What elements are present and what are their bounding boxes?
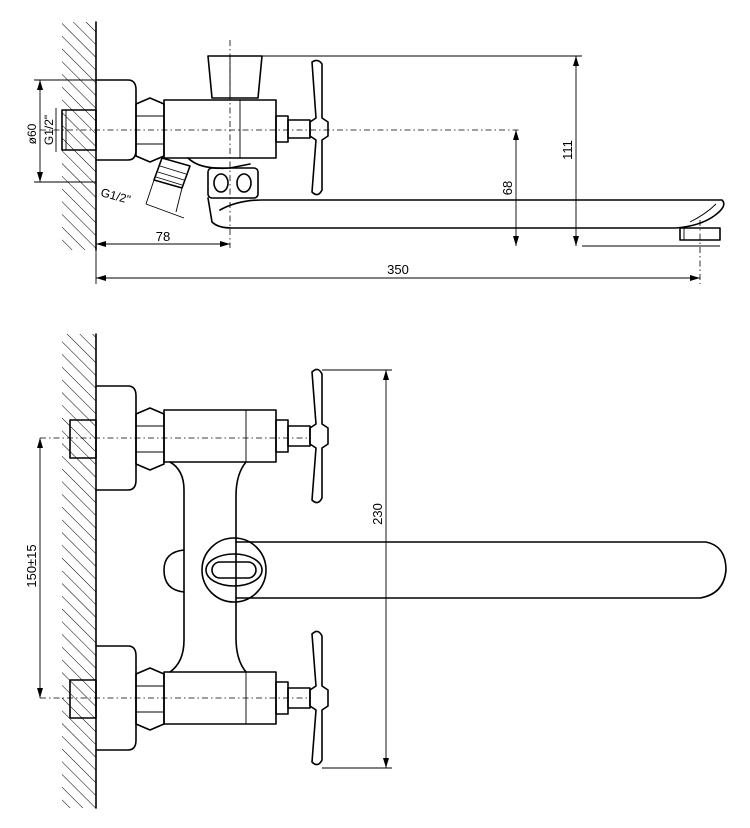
wall-hatch-top	[62, 334, 96, 808]
spout	[207, 197, 725, 229]
dim-350-label: 350	[387, 262, 409, 277]
diverter-knob	[207, 55, 263, 99]
inlet-thread-label: G1/2"	[42, 115, 56, 145]
lower-cross-handle	[309, 630, 329, 766]
dim-78-label: 78	[156, 229, 170, 244]
dim-230-label: 230	[370, 503, 385, 525]
outlet-thread-label: G1/2"	[99, 185, 132, 206]
lower-housing	[207, 167, 259, 199]
dim-68-label: 68	[500, 181, 515, 195]
top-view: 150±15 230	[24, 333, 727, 809]
wall-hatch-side	[62, 22, 96, 250]
upper-cross-handle	[309, 368, 329, 504]
shower-outlet	[153, 157, 191, 189]
dim-150-label: 150±15	[24, 544, 39, 587]
diverter-ring	[201, 537, 267, 603]
lower-hex-nut	[135, 667, 165, 731]
lower-inlet-pipe	[69, 679, 97, 719]
upper-hex-nut	[135, 407, 165, 471]
diverter-lever	[211, 561, 257, 579]
spindle	[287, 119, 311, 139]
side-view: 350 78 111 68 ø60 G1/2" G1/2"	[25, 21, 725, 284]
flange	[95, 79, 137, 161]
spout-top	[235, 541, 727, 599]
cross-handle-side	[309, 59, 329, 196]
upper-valve-body	[163, 409, 277, 463]
upper-inlet-pipe	[69, 419, 97, 459]
dim-111-label: 111	[560, 140, 575, 160]
dim-diameter-label: ø60	[25, 123, 39, 144]
mixer-body	[163, 99, 277, 159]
aerator	[679, 227, 721, 241]
